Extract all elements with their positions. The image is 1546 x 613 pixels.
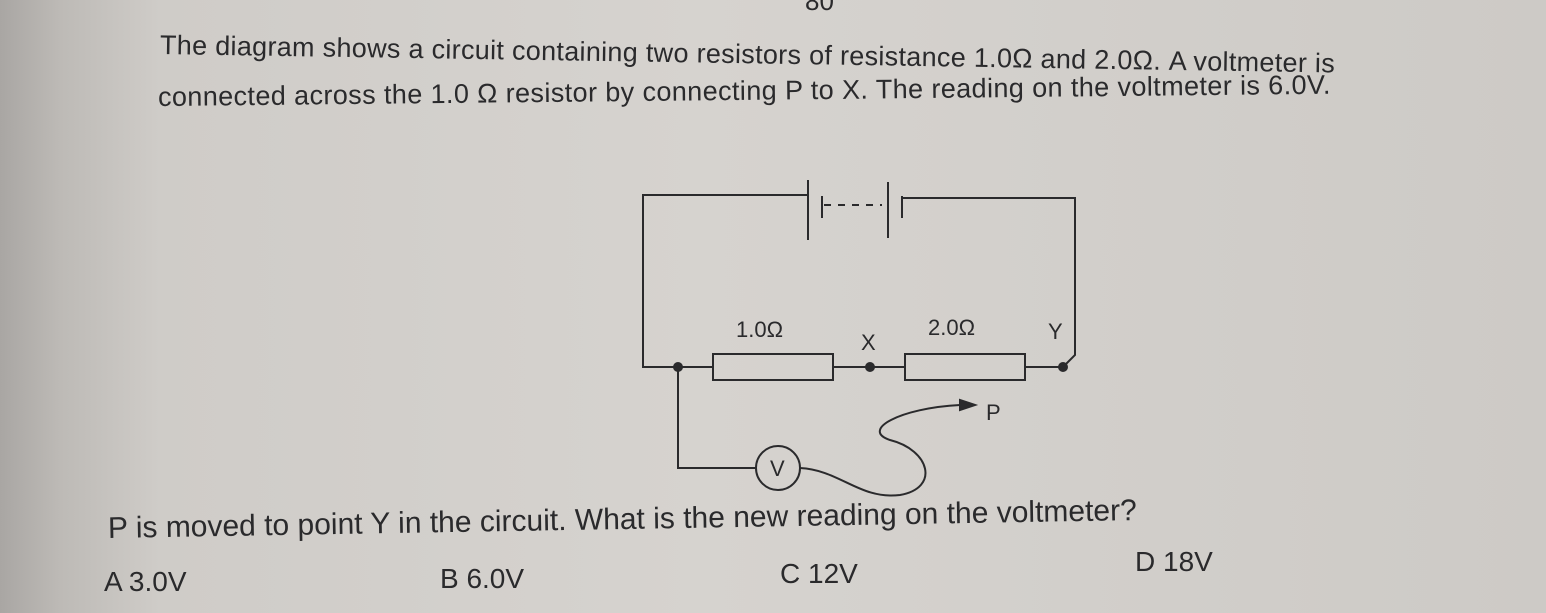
wire-top-right: [902, 197, 1076, 368]
wire-top-left: [642, 194, 808, 368]
resistor-2-label: 2.0Ω: [928, 315, 975, 340]
point-x-label: X: [861, 330, 876, 355]
option-c[interactable]: C 12V: [780, 558, 858, 589]
probe-label: P: [986, 400, 1001, 425]
option-a[interactable]: A 3.0V: [104, 566, 187, 597]
voltmeter-label: V: [770, 456, 785, 481]
resistor-1: [712, 353, 834, 381]
page-number: 80: [805, 0, 834, 16]
node-y: [1058, 362, 1068, 372]
voltmeter-wire: [677, 367, 756, 469]
option-b[interactable]: B 6.0V: [440, 563, 525, 594]
probe-arrow-icon: [959, 398, 979, 412]
point-y-label: Y: [1048, 319, 1063, 344]
resistor-2: [904, 353, 1026, 381]
probe-lead: [799, 404, 961, 497]
resistor-1-label: 1.0Ω: [736, 317, 783, 342]
option-d[interactable]: D 18V: [1135, 546, 1213, 577]
node-x: [865, 362, 875, 372]
